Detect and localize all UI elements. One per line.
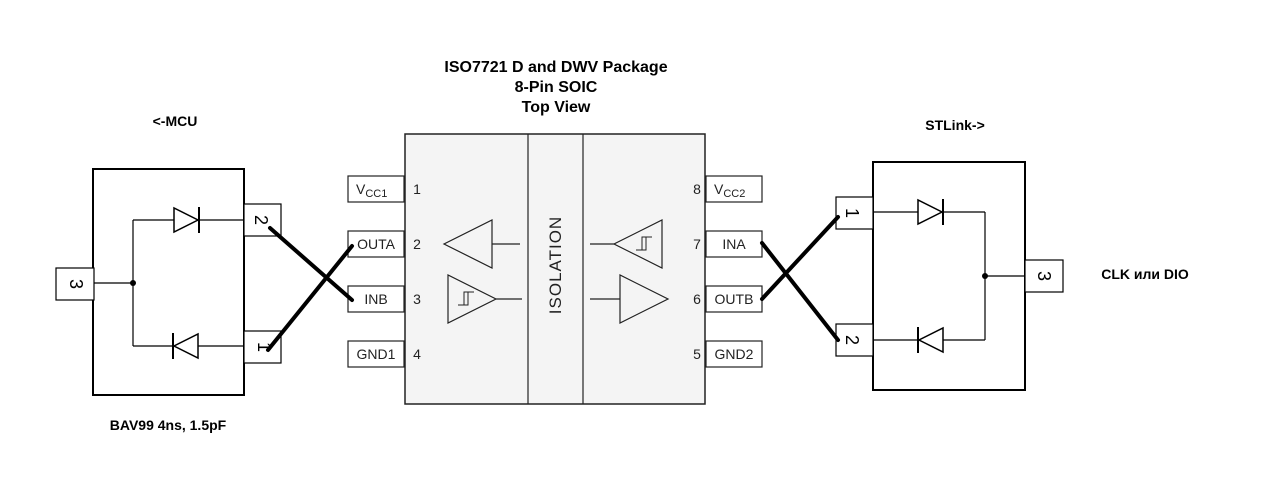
pin-number: 7 — [693, 236, 701, 252]
diode-bottom-icon — [172, 332, 199, 360]
pin-2-outa: OUTA 2 — [347, 230, 421, 258]
signal-caption: CLK или DIO — [1101, 266, 1189, 282]
pin-5-gnd2: GND2 5 — [693, 340, 763, 368]
diode-pin-common: 3 — [1034, 271, 1054, 281]
stlink-label: STLink-> — [925, 117, 985, 133]
pin-number: 1 — [413, 181, 421, 197]
diode-pin-top: 1 — [842, 208, 862, 218]
svg-text:VCC2: VCC2 — [714, 181, 745, 200]
title-line-1: ISO7721 D and DWV Package — [444, 59, 667, 76]
schmitt-trigger-icon — [636, 236, 652, 251]
schmitt-trigger-icon — [458, 291, 474, 306]
svg-text:VCC1: VCC1 — [356, 181, 387, 200]
title-line-3: Top View — [522, 99, 591, 116]
pin-8-vcc2: VCC2 8 — [693, 175, 763, 203]
pin-3-inb: INB 3 — [347, 285, 421, 313]
pin-number: 3 — [413, 291, 421, 307]
pin-number: 8 — [693, 181, 701, 197]
left-crossover-wires — [266, 226, 354, 352]
diode-pin-top: 2 — [251, 215, 271, 225]
left-diode-package: <-MCU 3 2 1 BAV99 4ns, 1.5pF — [55, 113, 282, 433]
isolation-label: ISOLATION — [546, 216, 565, 314]
pin-number: 6 — [693, 291, 701, 307]
package-title: ISO7721 D and DWV Package 8-Pin SOIC Top… — [444, 59, 667, 116]
diode-caption: BAV99 4ns, 1.5pF — [110, 417, 227, 433]
buffer-a-output — [442, 219, 520, 269]
pin-number: 2 — [413, 236, 421, 252]
pin-6-outb: OUTB 6 — [693, 285, 763, 313]
left-pins: VCC1 1 OUTA 2 INB 3 GND1 4 — [347, 175, 421, 368]
buffer-a-input-schmitt — [590, 219, 663, 269]
diode-pin-bottom: 1 — [254, 342, 274, 352]
pin-7-ina: INA 7 — [693, 230, 763, 258]
buffer-b-input-schmitt — [447, 274, 522, 324]
right-crossover-wires — [760, 215, 840, 342]
pin-name: OUTB — [715, 291, 754, 307]
pin-number: 5 — [693, 346, 701, 362]
pin-name: GND2 — [715, 346, 754, 362]
ic-body — [404, 133, 706, 405]
right-diode-package: STLink-> 1 2 3 CLK или DIO — [835, 117, 1189, 391]
mcu-label: <-MCU — [153, 113, 198, 129]
pin-name: OUTA — [357, 236, 396, 252]
diode-pin-bottom: 2 — [842, 335, 862, 345]
pin-4-gnd1: GND1 4 — [347, 340, 421, 368]
pin-number: 4 — [413, 346, 421, 362]
diode-top-icon — [173, 206, 200, 234]
pin-name: INB — [364, 291, 387, 307]
right-pins: VCC2 8 INA 7 OUTB 6 GND2 5 — [693, 175, 763, 368]
pin-name: GND1 — [357, 346, 396, 362]
pin-name: INA — [722, 236, 746, 252]
title-line-2: 8-Pin SOIC — [515, 79, 598, 96]
pin-1-vcc1: VCC1 1 — [347, 175, 421, 203]
ic-package: ISOLATION — [404, 133, 706, 405]
diode-pin-common: 3 — [66, 279, 86, 289]
diode-top-icon — [917, 198, 944, 226]
buffer-b-output — [590, 274, 670, 324]
diode-bottom-icon — [917, 326, 944, 354]
